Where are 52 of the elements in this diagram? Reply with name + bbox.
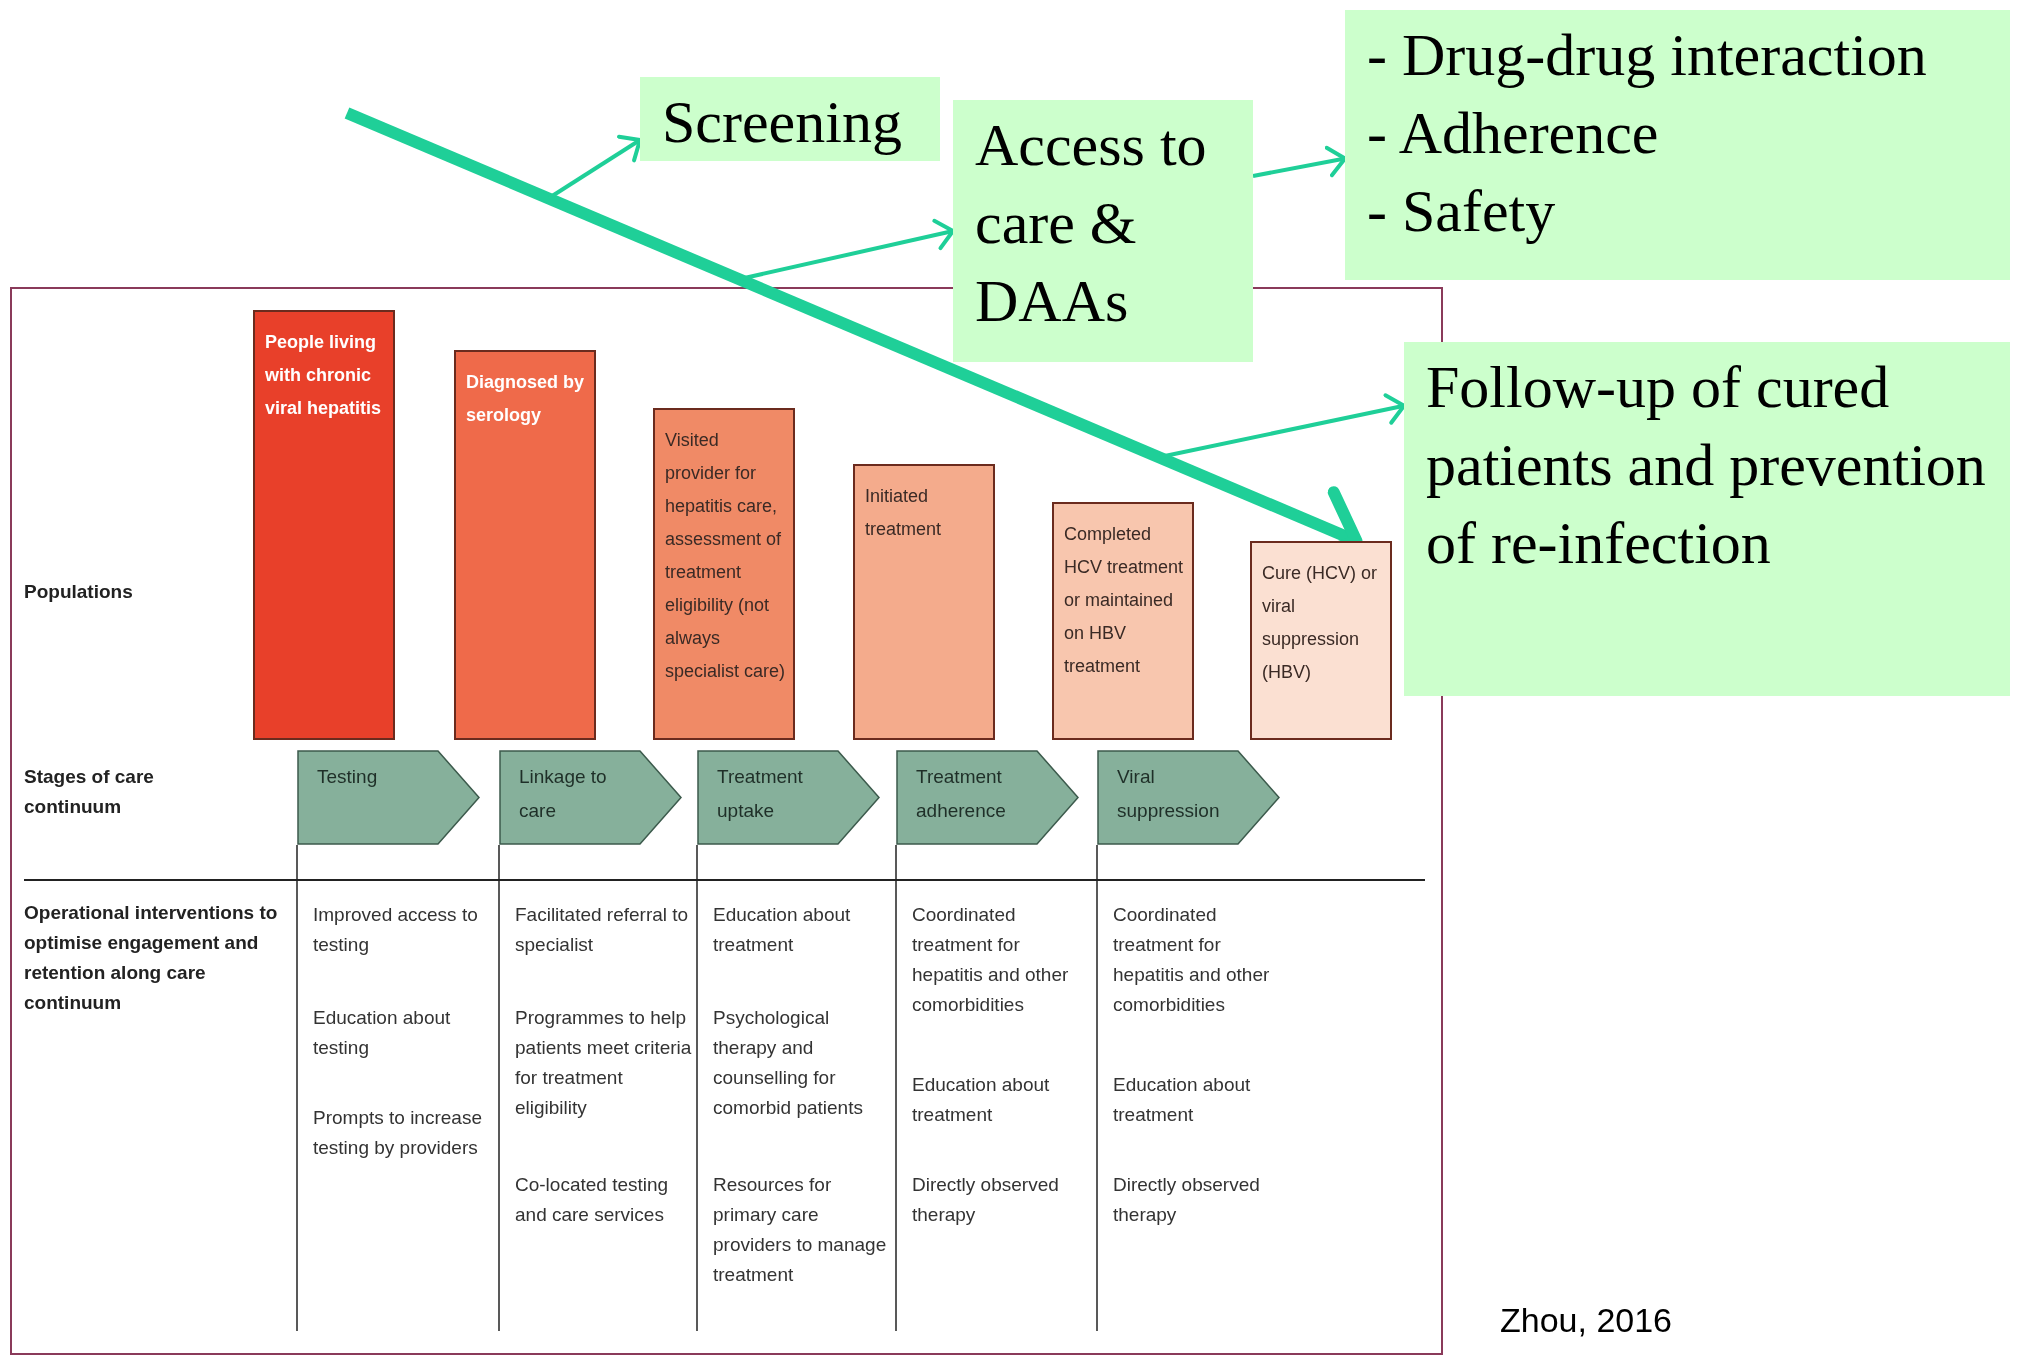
- population-bar: [1052, 502, 1194, 740]
- callout-text: Follow-up of cured patients and prevention of re-infection: [1426, 353, 1987, 578]
- stage-label: Testing: [317, 765, 379, 789]
- stage-chevron: [896, 750, 1079, 845]
- citation: Zhou, 2016: [1500, 1300, 1674, 1340]
- callout-text: - Safety: [1367, 177, 1557, 246]
- intervention-text: Psychological therapy and counselling for comorbid patients: [713, 1006, 864, 1120]
- intervention-text: Directly observed therapy: [1113, 1173, 1261, 1227]
- intervention-text: Programmes to help patients meet criteria for treatment eligibility: [515, 1006, 693, 1120]
- stage-chevron: [697, 750, 880, 845]
- stage-label: Linkage to care: [519, 765, 608, 823]
- intervention-text: Coordinated treatment for hepatitis and other comorbidities: [912, 903, 1070, 1017]
- row-heading: Populations: [24, 580, 134, 604]
- intervention-text: Prompts to increase testing by providers: [313, 1106, 483, 1160]
- population-bar: [1250, 541, 1392, 740]
- row-heading: Stages of care continuum: [24, 765, 155, 819]
- population-bar: [653, 408, 795, 740]
- intervention-text: Resources for primary care providers to manage treatment: [713, 1173, 888, 1287]
- intervention-text: Education about treatment: [713, 903, 852, 957]
- population-label: Initiated treatment: [865, 485, 943, 541]
- stage-chevron: [1097, 750, 1280, 845]
- intervention-text: Education about treatment: [1113, 1073, 1252, 1127]
- population-label: People living with chronic viral hepatitis: [265, 331, 383, 420]
- intervention-text: Facilitated referral to specialist: [515, 903, 690, 957]
- intervention-text: Co-located testing and care services: [515, 1173, 670, 1227]
- callout-box: [1345, 10, 2010, 280]
- callout-box: [953, 100, 1253, 362]
- callout-text: Access to care & DAAs: [975, 111, 1208, 336]
- row-heading: Operational interventions to optimise engagement and retention along care continuum: [24, 901, 279, 1015]
- intervention-text: Coordinated treatment for hepatitis and other comorbidities: [1113, 903, 1271, 1017]
- intervention-text: Education about treatment: [912, 1073, 1051, 1127]
- intervention-text: Education about testing: [313, 1006, 452, 1060]
- callout-text: - Adherence: [1367, 99, 1660, 168]
- population-label: Diagnosed by serology: [466, 371, 586, 427]
- callout-box: [640, 77, 940, 161]
- arrow: [1252, 145, 1347, 178]
- population-label: Visited provider for hepatitis care, assessment of treatment eligibility (not always specialist care): [665, 429, 787, 683]
- stage-chevron: [499, 750, 682, 845]
- stage-label: Treatment adherence: [916, 765, 1007, 823]
- population-bar: [853, 464, 995, 740]
- stage-label: Viral suppression: [1117, 765, 1221, 823]
- callout-text: Screening: [662, 88, 903, 157]
- population-label: Cure (HCV) or viral suppression (HBV): [1262, 562, 1378, 684]
- population-bar: [454, 350, 596, 740]
- stage-label: Treatment uptake: [717, 765, 804, 823]
- intervention-text: Directly observed therapy: [912, 1173, 1060, 1227]
- population-label: Completed HCV treatment or maintained on HBV treatment: [1064, 523, 1185, 678]
- callout-box: [1404, 342, 2010, 696]
- stage-chevron: [297, 750, 480, 845]
- callout-text: - Drug-drug interaction: [1367, 21, 1928, 90]
- intervention-text: Improved access to testing: [313, 903, 479, 957]
- population-bar: [253, 310, 395, 740]
